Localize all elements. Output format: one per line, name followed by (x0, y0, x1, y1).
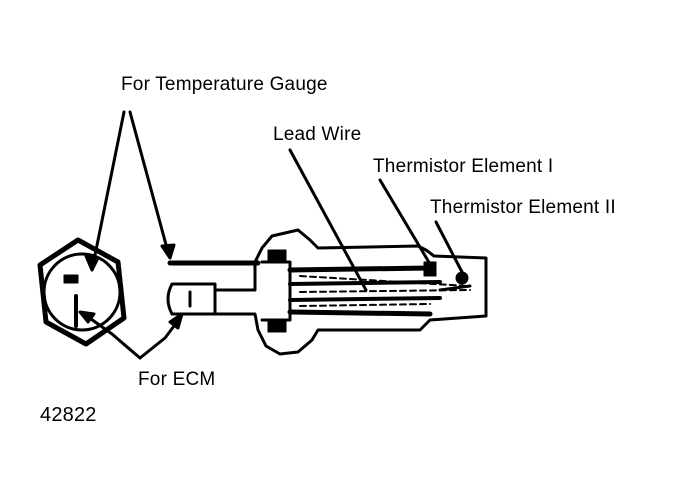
label-temperature-gauge: For Temperature Gauge (121, 74, 328, 95)
label-lead-wire: Lead Wire (273, 124, 362, 145)
label-thermistor-element-2: Thermistor Element II (430, 197, 616, 218)
thermistor-element-2 (455, 271, 469, 285)
leader-ecm-endview (82, 312, 142, 360)
leader-lines (78, 110, 464, 360)
leader-thermistor-2 (434, 220, 464, 274)
leader-thermistor-1 (378, 178, 432, 266)
hex-nut-end-view (37, 237, 127, 347)
gauge-terminal-pin (63, 274, 79, 284)
leader-gauge-endview (90, 110, 126, 272)
label-for-ecm: For ECM (138, 369, 216, 390)
leader-gauge-blade (128, 110, 170, 254)
label-thermistor-element-1: Thermistor Element I (373, 156, 554, 177)
figure-number: 42822 (40, 404, 97, 426)
leader-lead-wire (288, 148, 368, 292)
ecm-terminal-blade (166, 282, 217, 316)
sensor-body (166, 228, 488, 356)
